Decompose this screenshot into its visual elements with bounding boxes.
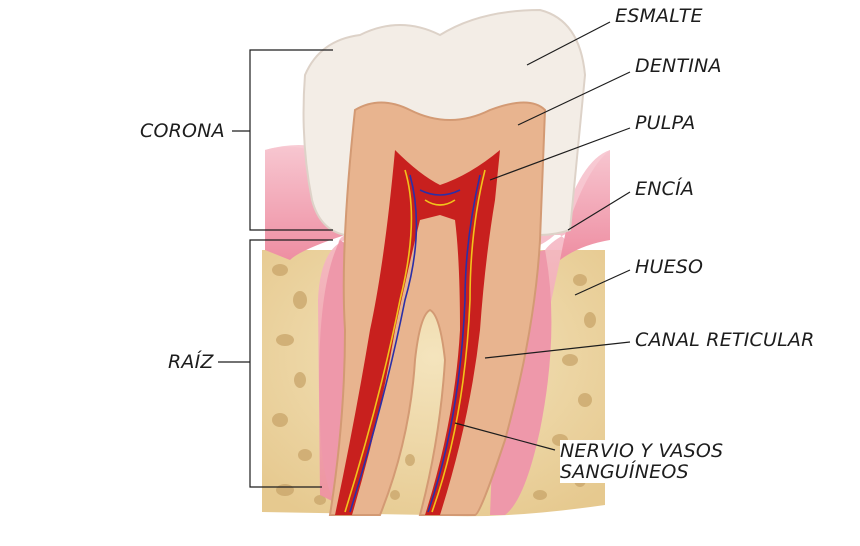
label-encia: ENCÍA [635,178,695,200]
label-corona: CORONA [140,120,225,142]
corona-bracket [232,49,333,231]
leader-lines [454,21,631,451]
label-hueso: HUESO [635,256,704,278]
label-dentina: DENTINA [635,55,722,77]
label-esmalte: ESMALTE [615,5,703,27]
raiz-bracket [218,239,333,488]
label-nervio-line1: NERVIO Y VASOS [560,440,724,462]
label-pulpa: PULPA [635,112,696,134]
label-canal-reticular: CANAL RETICULAR [635,329,815,351]
nerves-and-vessels [344,169,486,513]
label-raiz: RAÍZ [168,351,214,373]
label-nervio-line2: SANGUÍNEOS [560,461,689,483]
